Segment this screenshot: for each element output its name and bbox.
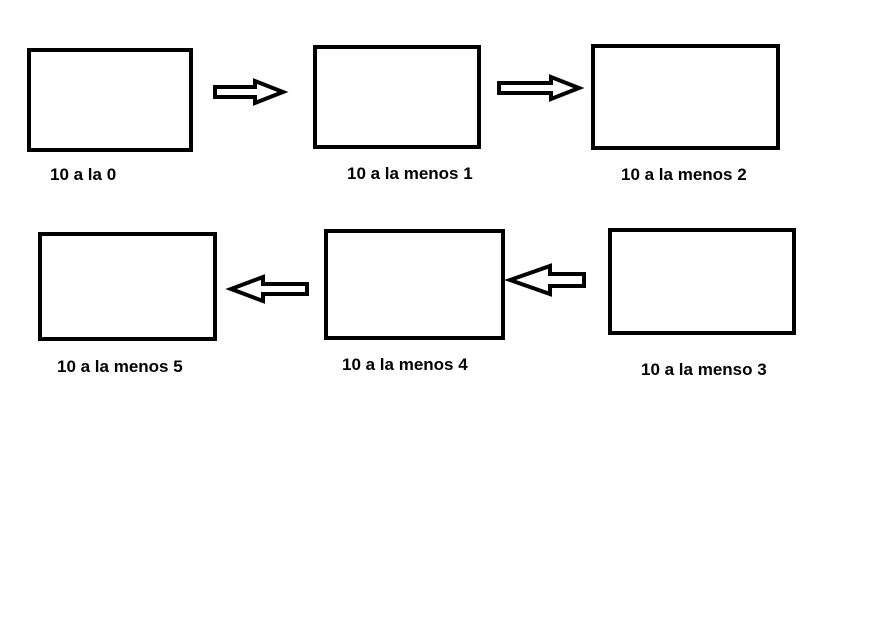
node-label-10-a-la-menos-4: 10 a la menos 4	[342, 355, 468, 374]
arrow-left-icon	[503, 263, 586, 297]
node-label-10-a-la-menso-3: 10 a la menso 3	[641, 360, 767, 379]
node-box-10-a-la-menos-1	[313, 45, 481, 149]
arrow-right-icon	[213, 78, 289, 106]
node-box-10-a-la-menos-4	[324, 229, 505, 340]
node-label-10-a-la-menos-5: 10 a la menos 5	[57, 357, 183, 376]
node-label-10-a-la-menos-1: 10 a la menos 1	[347, 164, 473, 183]
node-box-10-a-la-menos-2	[591, 44, 780, 150]
node-box-10-a-la-menso-3	[608, 228, 796, 335]
node-box-10-a-la-0	[27, 48, 193, 152]
node-label-10-a-la-0: 10 a la 0	[50, 165, 117, 184]
arrow-left-icon	[225, 274, 309, 304]
node-label-10-a-la-menos-2: 10 a la menos 2	[621, 165, 747, 184]
node-box-10-a-la-menos-5	[38, 232, 217, 341]
arrow-right-icon	[497, 74, 585, 102]
